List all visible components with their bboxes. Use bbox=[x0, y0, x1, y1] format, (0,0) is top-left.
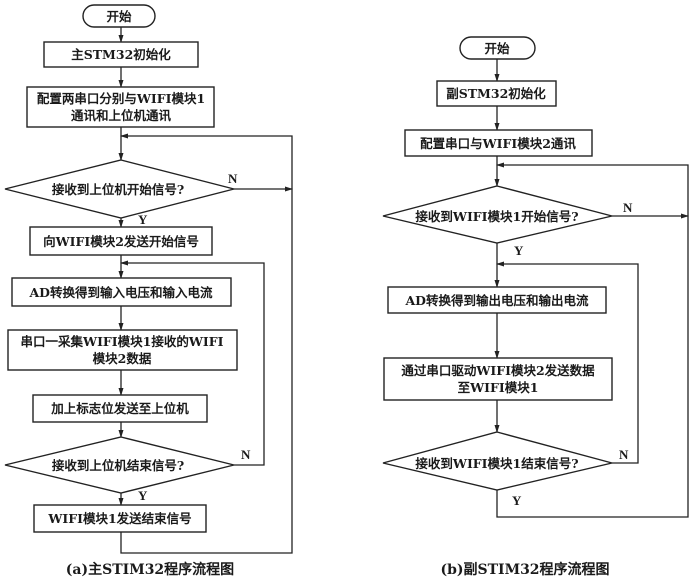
no-label: N bbox=[623, 200, 633, 215]
ad-convert-box bbox=[387, 286, 607, 314]
ad-convert-label: AD转换得到输入电压和输入电流 bbox=[28, 285, 213, 300]
decision-end-diamond bbox=[4, 436, 235, 494]
no-label: N bbox=[241, 447, 251, 462]
decision-end-diamond bbox=[382, 431, 613, 491]
start-terminal bbox=[459, 36, 536, 60]
caption-b: (b)副STIM32程序流程图 bbox=[440, 561, 609, 578]
init-label: 副STM32初始化 bbox=[446, 86, 546, 101]
decision-start-label: 接收到上位机开始信号? bbox=[52, 182, 184, 197]
no-label: N bbox=[619, 447, 629, 462]
config-label-line1: 配置两串口分别与WIFI模块1 bbox=[37, 91, 205, 106]
yes-label: Y bbox=[514, 243, 524, 258]
config-box bbox=[404, 129, 593, 157]
ad-convert-label: AD转换得到输出电压和输出电流 bbox=[404, 293, 589, 308]
send-start-label: 向WIFI模块2发送开始信号 bbox=[43, 234, 199, 249]
collect-label-line2: 模块2数据 bbox=[93, 351, 152, 366]
decision-start-label: 接收到WIFI模块1开始信号? bbox=[415, 209, 578, 224]
config-label-line2: 通讯和上位机通讯 bbox=[71, 108, 172, 123]
start-label: 开始 bbox=[484, 41, 510, 56]
collect-label-line1: 串口一采集WIFI模块1接收的WIFI bbox=[21, 334, 224, 349]
start-label: 开始 bbox=[106, 9, 132, 24]
config-box bbox=[26, 86, 215, 128]
add-flag-label: 加上标志位发送至上位机 bbox=[50, 401, 189, 416]
caption-a: (a)主STIM32程序流程图 bbox=[66, 561, 234, 578]
collect-box bbox=[7, 329, 238, 371]
send-start-box bbox=[29, 226, 213, 256]
inner-loop-line bbox=[120, 260, 265, 466]
decision-end-label: 接收到上位机结束信号? bbox=[52, 458, 184, 473]
send-data-label-line2: 至WIFI模块1 bbox=[458, 380, 539, 395]
no-label: N bbox=[228, 171, 238, 186]
config-label: 配置串口与WIFI模块2通讯 bbox=[420, 136, 576, 151]
add-flag-box bbox=[32, 394, 208, 423]
outer-loop-line bbox=[496, 162, 689, 518]
send-end-label: WIFI模块1发送结束信号 bbox=[47, 511, 191, 526]
send-data-box bbox=[383, 357, 613, 401]
ad-convert-box bbox=[11, 277, 232, 307]
decision-start-diamond bbox=[4, 159, 235, 219]
yes-label: Y bbox=[138, 488, 148, 503]
sub-stm32-flowchart: 开始 副STM32初始化 配置串口与WIFI模块2通讯 接收到WIFI模块1开始… bbox=[382, 36, 689, 578]
send-data-label-line1: 通过串口驱动WIFI模块2发送数据 bbox=[401, 363, 595, 378]
outer-loop-line bbox=[120, 133, 293, 554]
decision-end-label: 接收到WIFI模块1结束信号? bbox=[415, 456, 578, 471]
yes-label: Y bbox=[138, 212, 148, 227]
send-end-box bbox=[33, 504, 207, 533]
init-box bbox=[436, 80, 557, 107]
start-terminal bbox=[82, 4, 156, 28]
yes-label: Y bbox=[512, 493, 522, 508]
main-stm32-flowchart: 开始 主STM32初始化 配置两串口分别与WIFI模块1 通讯和上位机通讯 接收… bbox=[4, 4, 293, 578]
init-box bbox=[43, 41, 199, 68]
inner-loop-line bbox=[496, 261, 639, 464]
decision-start-diamond bbox=[382, 185, 613, 244]
init-label: 主STM32初始化 bbox=[71, 47, 171, 62]
